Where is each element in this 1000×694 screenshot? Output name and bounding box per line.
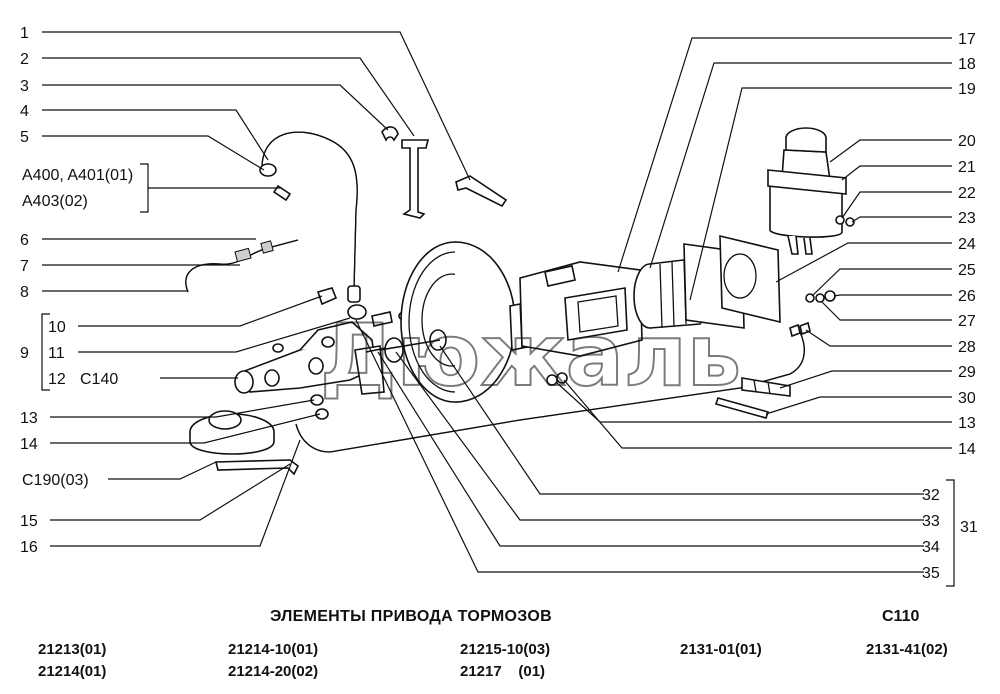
hose-part-4 bbox=[261, 131, 358, 291]
label-a400: A400, A401(01) bbox=[22, 167, 133, 184]
label-26: 26 bbox=[958, 288, 976, 305]
model-21213: 21213(01) bbox=[38, 641, 107, 658]
label-15: 15 bbox=[20, 513, 38, 530]
label-11: 11 bbox=[48, 345, 65, 362]
label-c190: C190(03) bbox=[22, 472, 89, 489]
label-35: 35 bbox=[922, 565, 940, 582]
model-21214-10: 21214-10(01) bbox=[228, 641, 319, 658]
clamp-part-5 bbox=[259, 163, 277, 177]
fitting-part-10 bbox=[316, 287, 338, 306]
label-5: 5 bbox=[20, 129, 29, 146]
bolt-part-30 bbox=[714, 397, 770, 419]
label-25: 25 bbox=[958, 262, 976, 279]
callout-labels: 1 2 3 4 5 A400, A401(01) A403(02) 6 7 8 … bbox=[20, 25, 978, 582]
label-6: 6 bbox=[20, 232, 29, 249]
label-20: 20 bbox=[958, 133, 976, 150]
label-28: 28 bbox=[958, 339, 976, 356]
label-14: 14 bbox=[20, 436, 38, 453]
bracket-part-2 bbox=[401, 139, 430, 219]
diagram-code: C110 bbox=[882, 608, 920, 625]
plate-part-24b bbox=[719, 234, 781, 324]
label-2: 2 bbox=[20, 51, 29, 68]
label-29: 29 bbox=[958, 364, 976, 381]
label-16: 16 bbox=[20, 539, 38, 556]
watermark: Дюжаль bbox=[320, 306, 741, 406]
diagram-title: ЭЛЕМЕНТЫ ПРИВОДА ТОРМОЗОВ bbox=[270, 608, 552, 625]
model-21215-10: 21215-10(03) bbox=[460, 641, 551, 658]
label-22: 22 bbox=[958, 185, 976, 202]
label-13: 13 bbox=[20, 410, 38, 427]
label-3: 3 bbox=[20, 78, 29, 95]
pedal-bracket bbox=[519, 261, 643, 357]
hose-part-7 bbox=[185, 239, 299, 293]
label-8: 8 bbox=[20, 284, 29, 301]
label-9: 9 bbox=[20, 345, 29, 362]
label-10: 10 bbox=[48, 319, 66, 336]
fitting-a400 bbox=[272, 184, 292, 202]
parts-illustration bbox=[185, 126, 855, 476]
label-34: 34 bbox=[922, 539, 940, 556]
model-21214-20: 21214-20(02) bbox=[228, 663, 319, 680]
label-14-right: 14 bbox=[958, 441, 976, 458]
label-32: 32 bbox=[922, 487, 940, 504]
label-a403: A403(02) bbox=[22, 193, 88, 210]
bolt-part-1 bbox=[455, 175, 508, 208]
clip-part-3 bbox=[381, 126, 399, 142]
label-12: 12 bbox=[48, 371, 66, 388]
model-2131-01: 2131-01(01) bbox=[680, 641, 762, 658]
label-27: 27 bbox=[958, 313, 976, 330]
model-21217: 21217 (01) bbox=[460, 663, 546, 680]
label-33: 33 bbox=[922, 513, 940, 530]
hose-end bbox=[347, 285, 361, 303]
label-7: 7 bbox=[20, 258, 29, 275]
model-21214: 21214(01) bbox=[38, 663, 107, 680]
group-brackets bbox=[41, 163, 955, 587]
label-17: 17 bbox=[958, 31, 976, 48]
label-1: 1 bbox=[20, 25, 29, 42]
label-13-right: 13 bbox=[958, 415, 976, 432]
label-21: 21 bbox=[958, 159, 976, 176]
label-30: 30 bbox=[958, 390, 976, 407]
label-4: 4 bbox=[20, 103, 29, 120]
reservoir-part-20 bbox=[767, 127, 847, 255]
nut-part-23 bbox=[845, 217, 855, 227]
label-18: 18 bbox=[958, 56, 976, 73]
pin-part-15 bbox=[214, 459, 300, 476]
master-cylinder bbox=[234, 321, 385, 395]
label-24: 24 bbox=[958, 236, 976, 253]
label-31: 31 bbox=[960, 519, 978, 536]
model-2131-41: 2131-41(02) bbox=[866, 641, 948, 658]
label-23: 23 bbox=[958, 210, 976, 227]
label-c140: C140 bbox=[80, 371, 118, 388]
leader-lines bbox=[42, 31, 952, 573]
label-19: 19 bbox=[958, 81, 976, 98]
